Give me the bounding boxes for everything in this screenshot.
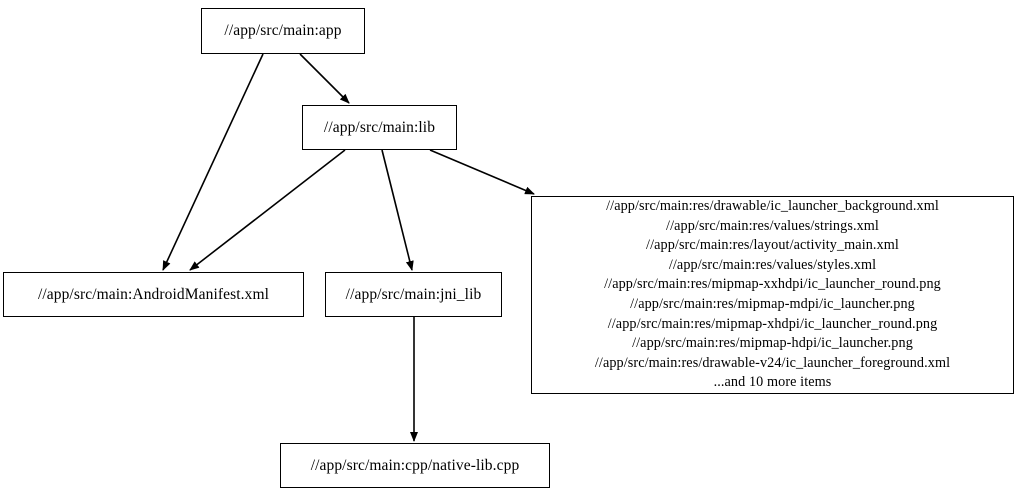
graph-node-android-manifest[interactable]: //app/src/main:AndroidManifest.xml xyxy=(3,272,304,317)
graph-node-android-manifest-label: //app/src/main:AndroidManifest.xml xyxy=(37,285,270,303)
graph-node-lib-label: //app/src/main:lib xyxy=(323,118,436,136)
graph-node-app[interactable]: //app/src/main:app xyxy=(201,8,365,54)
graph-node-lib[interactable]: //app/src/main:lib xyxy=(302,105,457,150)
edge-lib-to-jni-lib xyxy=(381,149,414,271)
edge-app-to-lib xyxy=(299,53,350,104)
graph-node-resources-label: //app/src/main:res/drawable/ic_launcher_… xyxy=(594,198,951,391)
graph-node-native-lib-cpp[interactable]: //app/src/main:cpp/native-lib.cpp xyxy=(280,443,550,488)
graph-node-native-lib-cpp-label: //app/src/main:cpp/native-lib.cpp xyxy=(310,456,520,474)
graph-node-resources[interactable]: //app/src/main:res/drawable/ic_launcher_… xyxy=(531,196,1014,394)
edge-lib-to-manifest xyxy=(189,149,346,271)
edge-app-to-manifest xyxy=(162,53,264,271)
edge-lib-to-resources xyxy=(429,149,535,195)
graph-node-jni-lib-label: //app/src/main:jni_lib xyxy=(345,285,482,303)
graph-node-jni-lib[interactable]: //app/src/main:jni_lib xyxy=(325,272,502,317)
graph-node-app-label: //app/src/main:app xyxy=(224,22,342,40)
